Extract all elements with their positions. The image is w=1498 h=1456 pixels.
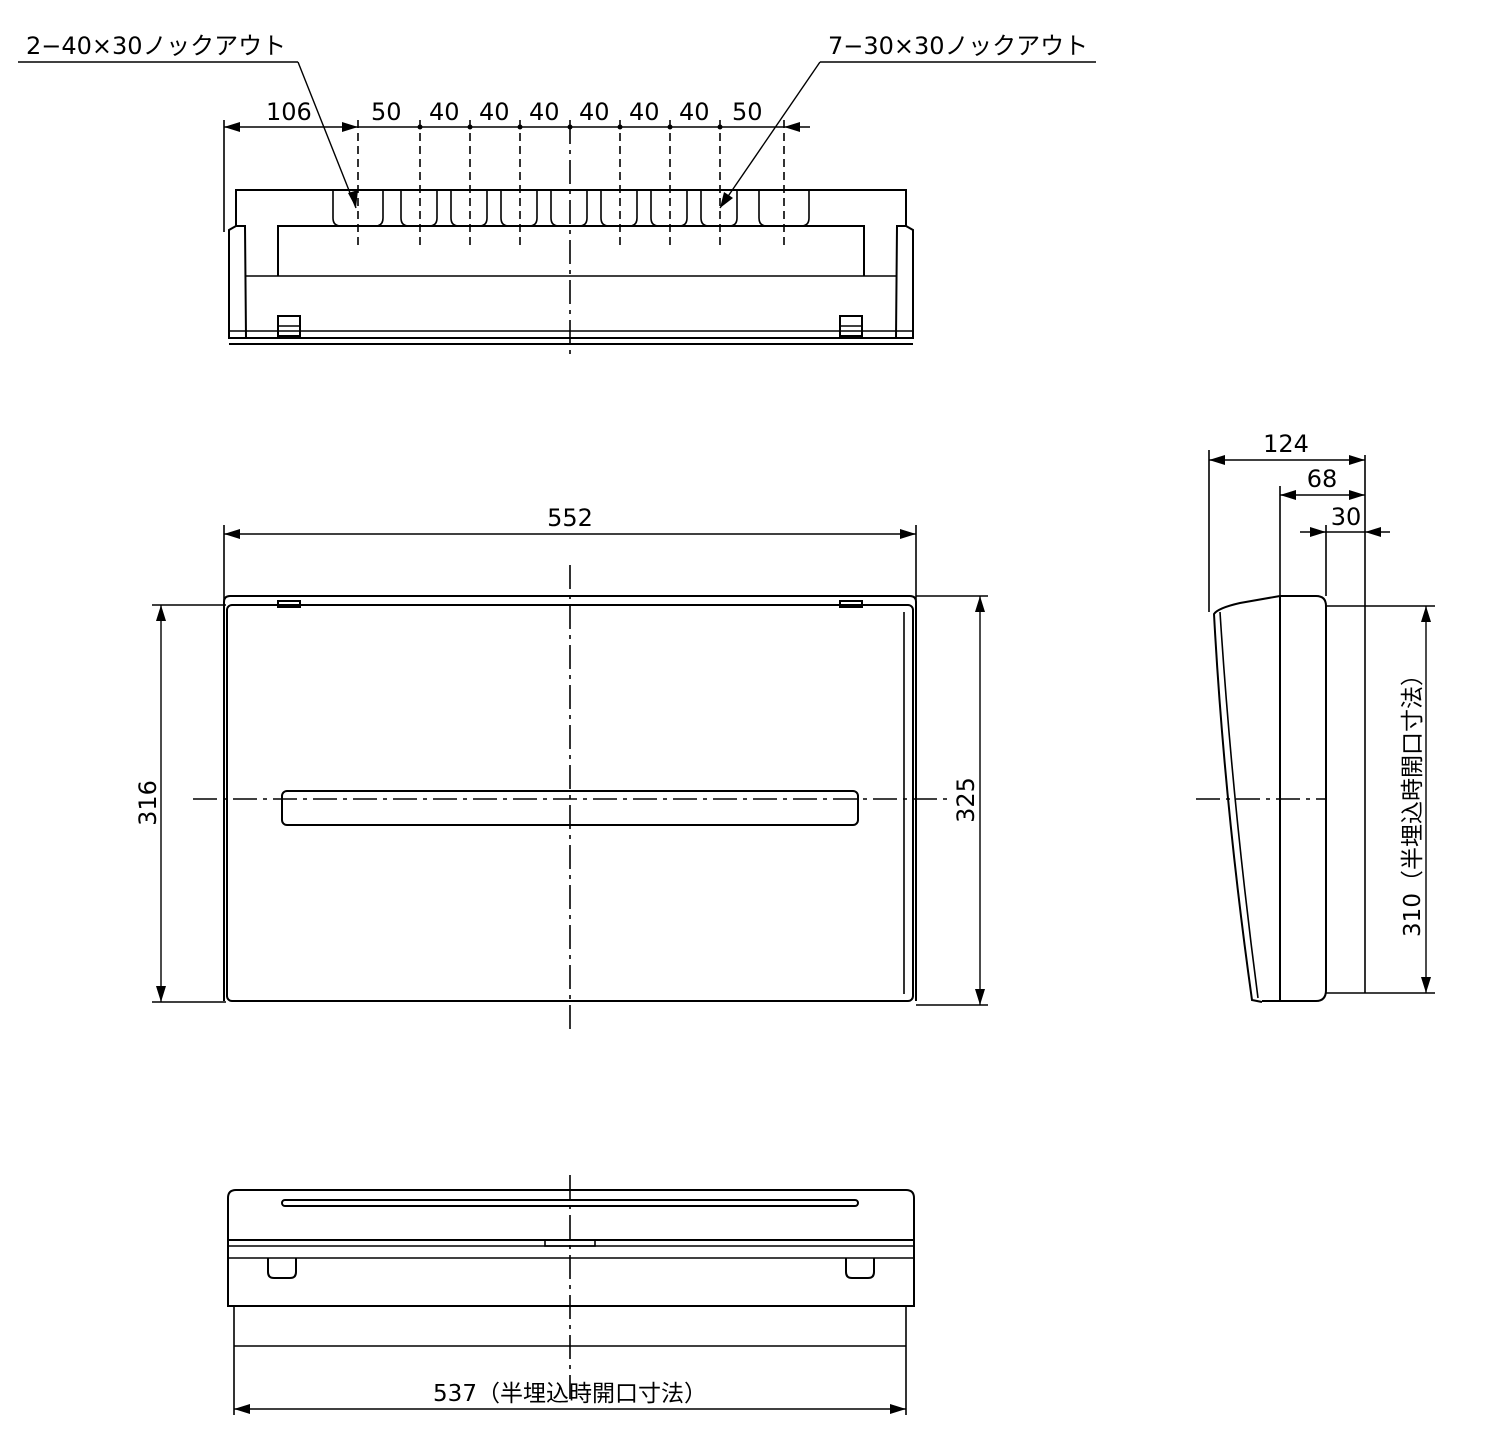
dim-40-4: 40 [579,98,610,126]
dim-310: 310（半埋込時開口寸法） [1400,663,1426,937]
dim-40-1: 40 [429,98,460,126]
dim-40-2: 40 [479,98,510,126]
dim-537: 537（半埋込時開口寸法） [433,1381,707,1407]
dim-106: 106 [266,98,312,126]
dim-325: 325 [952,777,980,823]
front-view: 552 316 325 [134,504,988,1033]
bottom-view-foot-left [267,1258,297,1279]
knockout-right-label: 7−30×30ノックアウト [828,32,1088,60]
dim-68: 68 [1307,465,1338,493]
side-view: 124 68 30 310（半埋込時開口寸法） [1196,430,1435,1003]
top-view-rim [235,189,907,226]
bottom-view: 537（半埋込時開口寸法） [227,1175,915,1415]
dim-40-3: 40 [529,98,560,126]
side-view-cover [1212,595,1281,1003]
dim-316: 316 [134,780,162,826]
bottom-view-cover [227,1189,915,1307]
dim-50-right: 50 [732,98,763,126]
front-hinge-right [839,600,863,608]
dim-50-left: 50 [371,98,402,126]
knockout-row [332,190,810,227]
top-view-left-end [228,225,248,339]
knockout-left-label: 2−40×30ノックアウト [26,32,286,60]
top-view-right-end [894,225,914,339]
dim-40-6: 40 [679,98,710,126]
dim-552: 552 [547,504,593,532]
dim-30: 30 [1331,503,1362,531]
side-view-box [1280,595,1327,1002]
dim-124: 124 [1263,430,1309,458]
top-view-inner-step [277,225,865,276]
dim-40-5: 40 [629,98,660,126]
bottom-view-foot-right [845,1258,875,1279]
front-hinge-left [277,600,301,608]
top-view: 106 50 40 40 40 40 40 40 50 2−40×30ノックアウ… [18,32,1096,360]
